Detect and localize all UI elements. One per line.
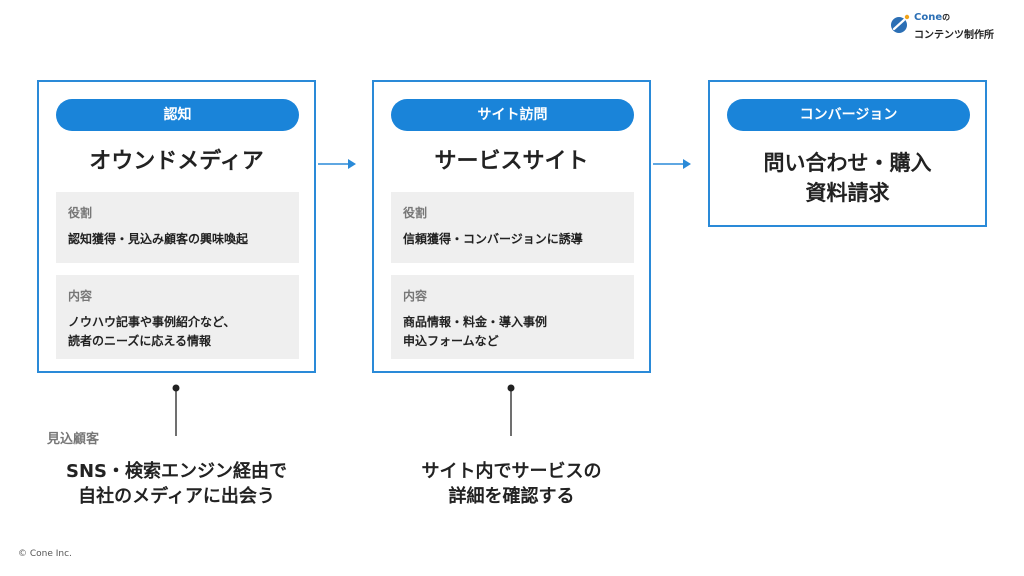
- copyright: © Cone Inc.: [18, 549, 72, 559]
- logo-brand: Coneの: [914, 12, 951, 23]
- stage-pill-site-visit: サイト訪問: [391, 99, 634, 131]
- role-panel: 役割 認知獲得・見込み顧客の興味喚起: [56, 192, 299, 263]
- note-line: サイト内でサービスの: [421, 461, 602, 482]
- note-line: SNS・検索エンジン経由で: [66, 461, 287, 482]
- company-logo: Coneの コンテンツ制作所: [890, 12, 1010, 48]
- content-label: 内容: [68, 289, 93, 303]
- stage-title-conversion: 問い合わせ・購入 資料請求: [710, 148, 985, 208]
- stage-title-line: 問い合わせ・購入: [763, 151, 932, 175]
- role-panel: 役割 信頼獲得・コンバージョンに誘導: [391, 192, 634, 263]
- stage-title-owned-media: オウンドメディア: [89, 149, 264, 174]
- content-label: 内容: [403, 289, 428, 303]
- note-line: 詳細を確認する: [448, 486, 575, 507]
- content-line: ノウハウ記事や事例紹介など、: [68, 315, 236, 329]
- arrow-right-icon: [653, 159, 691, 169]
- stage-title-service-site: サービスサイト: [434, 149, 589, 174]
- content-panel: 内容 商品情報・料金・導入事例 申込フォームなど: [391, 275, 634, 359]
- stage-site-visit: サイト訪問 サービスサイト 役割 信頼獲得・コンバージョンに誘導 内容 商品情報…: [372, 80, 651, 373]
- note-awareness: SNS・検索エンジン経由で 自社のメディアに出会う: [37, 459, 316, 509]
- stage-awareness: 認知 オウンドメディア 役割 認知獲得・見込み顧客の興味喚起 内容 ノウハウ記事…: [37, 80, 316, 373]
- content-line: 商品情報・料金・導入事例: [403, 315, 548, 329]
- content-line: 読者のニーズに応える情報: [68, 334, 212, 348]
- note-site-visit: サイト内でサービスの 詳細を確認する: [372, 459, 651, 509]
- role-label: 役割: [403, 206, 428, 220]
- arrow-right-icon: [318, 159, 356, 169]
- logo-mark-icon: [891, 14, 910, 33]
- role-text: 信頼獲得・コンバージョンに誘導: [403, 232, 583, 246]
- stage-pill-awareness: 認知: [56, 99, 299, 131]
- note-line: 自社のメディアに出会う: [78, 486, 275, 507]
- content-panel: 内容 ノウハウ記事や事例紹介など、 読者のニーズに応える情報: [56, 275, 299, 359]
- pin-connector-icon: [507, 384, 515, 436]
- pin-connector-icon: [172, 384, 180, 436]
- stage-conversion: コンバージョン 問い合わせ・購入 資料請求: [708, 80, 987, 227]
- content-line: 申込フォームなど: [403, 334, 499, 348]
- stage-title-line: 資料請求: [805, 181, 890, 205]
- stage-pill-conversion: コンバージョン: [727, 99, 970, 131]
- logo-subtitle: コンテンツ制作所: [914, 30, 994, 41]
- role-text: 認知獲得・見込み顧客の興味喚起: [68, 232, 249, 246]
- role-label: 役割: [68, 206, 93, 220]
- prospect-label: 見込顧客: [47, 432, 100, 447]
